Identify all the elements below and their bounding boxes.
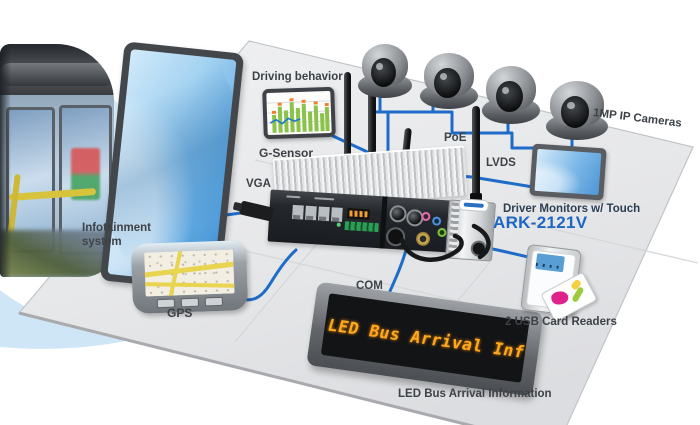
bus-door-right	[59, 104, 112, 256]
camera-lens	[370, 58, 396, 88]
driver-monitor	[529, 143, 607, 201]
label-com: COM	[356, 280, 383, 292]
gsensor-screen	[266, 90, 332, 136]
camera-lens	[433, 67, 461, 98]
card-magenta-shape	[550, 290, 570, 306]
black-cable-front	[399, 233, 464, 262]
cable-poe-trunk	[368, 110, 576, 164]
label-g-sensor: G-Sensor	[259, 146, 314, 160]
dome-camera-1	[358, 44, 412, 98]
bus-interior-photo	[0, 44, 114, 277]
camera-glint	[501, 86, 509, 94]
label-card-readers: 2 USB Card Readers	[505, 316, 617, 328]
camera-lens	[560, 96, 590, 129]
reader-screen	[535, 253, 565, 273]
led-panel: LED Bus Arrival Inf	[320, 293, 530, 383]
label-gps: GPS	[167, 306, 193, 320]
label-infotainment-line2: system	[82, 236, 122, 249]
label-driver-monitors: Driver Monitors w/ Touch	[503, 203, 641, 215]
gsensor-chart	[266, 98, 332, 133]
camera-glint	[567, 102, 575, 110]
map-road	[144, 282, 235, 288]
bus-photo-edge-shadow	[0, 44, 12, 277]
camera-glint	[439, 73, 447, 80]
camera-glint	[376, 63, 383, 70]
label-driving-behavior: Driving behavior	[252, 71, 343, 83]
gps-device	[130, 240, 249, 314]
label-lvds: LVDS	[486, 157, 516, 169]
dome-camera-4	[546, 81, 608, 140]
label-poe: PoE	[444, 132, 467, 144]
map-road	[144, 261, 235, 278]
bus-handrail-pole	[0, 62, 114, 86]
label-infotainment-line1: Infotainment	[82, 222, 151, 234]
dome-camera-3	[482, 66, 540, 124]
label-vga: VGA	[246, 178, 271, 190]
led-scrolling-text: LED Bus Arrival Inf	[325, 315, 528, 362]
gsensor-display	[262, 86, 336, 140]
black-cable-right	[471, 223, 491, 260]
cable-gps	[232, 248, 298, 302]
gps-map-screen	[144, 249, 235, 297]
label-product-ark-2121v: ARK-2121V	[493, 213, 588, 232]
label-led-caption: LED Bus Arrival Information	[398, 388, 552, 400]
antenna-mast-3	[470, 106, 482, 201]
driver-monitor-screen	[534, 148, 602, 196]
gps-button	[204, 296, 224, 307]
label-infotainment: Infotainment system	[82, 221, 151, 250]
bus-photo-foreground-blur	[0, 230, 114, 277]
dome-camera-2	[420, 53, 478, 109]
camera-lens	[495, 81, 523, 113]
